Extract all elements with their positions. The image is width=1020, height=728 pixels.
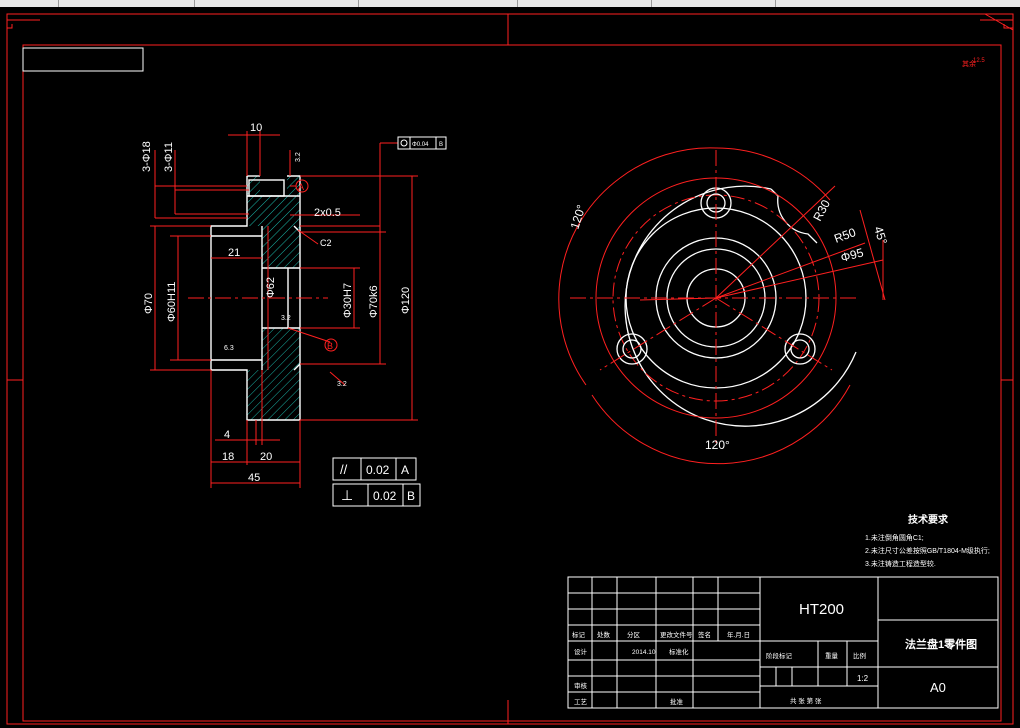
dim-18: 18	[222, 451, 234, 463]
tb-design-date: 2014.10	[632, 649, 656, 656]
dim-phi120: Φ120	[400, 287, 412, 314]
datum-a-circle	[295, 179, 309, 193]
hatch-hub-lower	[262, 328, 300, 370]
runout-tolerance-frame	[397, 136, 447, 150]
tb-process-label: 工艺	[574, 698, 588, 706]
title-strip-segment	[655, 0, 776, 7]
title-strip-segment	[198, 0, 359, 7]
window-title-strip	[0, 0, 1020, 7]
dim-20: 20	[260, 451, 272, 463]
hatch-hub-upper	[262, 226, 300, 268]
part-name: 法兰盘1零件图	[905, 637, 977, 651]
drawing-frame	[6, 13, 1014, 725]
roughness-default-value: 12.5	[973, 58, 985, 64]
tb-col-label: 分区	[627, 630, 641, 639]
dim-3-phi11: 3-Φ11	[163, 142, 175, 172]
runout-tolerance-value: Φ0.04	[412, 142, 429, 148]
parallelism-value: 0.02	[366, 463, 390, 477]
tech-req-item: 2.未注尺寸公差按照GB/T1804-M级执行;	[865, 546, 990, 555]
title-block: HT200 法兰盘1零件图 1:2 A0 标记 处数 分区 更改文件号 签名 年…	[567, 576, 999, 709]
dim-angle-120-bottom: 120°	[705, 438, 730, 452]
dim-phi95: Φ95	[839, 245, 865, 265]
roughness-bore: 3.2	[281, 315, 291, 322]
runout-tolerance-datum: B	[439, 142, 443, 148]
bolt-hole-left	[616, 333, 648, 365]
section-dimension-texts: 10 3-Φ18 3-Φ11 2x0.5 C2 21 Φ62 Φ30H7 Φ70…	[141, 122, 412, 484]
hatch-flange-lower	[247, 370, 300, 420]
drawing-code-box	[22, 47, 144, 72]
dim-4: 4	[224, 429, 230, 441]
tb-col-label: 处数	[597, 630, 611, 639]
tb-col-label: 标记	[572, 630, 586, 639]
dim-r30: R30	[810, 197, 833, 223]
front-view: 120° 120° R30 R50 Φ95 45°	[558, 147, 890, 465]
scale-value: 1:2	[857, 674, 869, 683]
tb-col-label: 更改文件号	[660, 630, 693, 639]
radial-leaders	[639, 185, 886, 301]
parallelism-datum: A	[401, 463, 409, 477]
perpendicularity-icon: ⊥	[341, 487, 353, 503]
title-strip-segment	[0, 0, 59, 7]
tech-req-title: 技术要求	[908, 513, 949, 526]
roughness-texts: 3.2 3.2 6.3 3.2	[224, 152, 347, 388]
dim-3-phi18: 3-Φ18	[141, 141, 153, 172]
dim-phi30h7: Φ30H7	[342, 283, 354, 318]
part-material: HT200	[799, 601, 844, 618]
title-block-labels: 标记 处数 分区 更改文件号 签名 年.月.日 设计 2014.10 标准化 审…	[572, 630, 866, 706]
tb-design-label: 设计	[574, 647, 588, 656]
tolerance-frames: // 0.02 A ⊥ 0.02 B	[332, 457, 421, 507]
tb-weight-label: 重量	[825, 652, 839, 660]
tb-col-label: 年.月.日	[727, 630, 750, 639]
hatch-flange-upper	[247, 176, 300, 226]
title-strip-segment	[62, 0, 195, 7]
dim-c2: C2	[320, 238, 332, 248]
dim-phi70: Φ70	[143, 293, 155, 314]
tb-approve-label: 批准	[670, 697, 684, 706]
tb-scale-label: 比例	[853, 651, 866, 660]
section-dimension-lines	[150, 131, 418, 488]
tech-req-item: 3.未注铸造工程造型较.	[865, 559, 936, 568]
perpendicularity-value: 0.02	[373, 489, 397, 503]
sheet-size: A0	[930, 680, 946, 695]
tech-req-item: 1.未注倒角圆角C1;	[865, 533, 924, 542]
dim-r50: R50	[832, 225, 858, 246]
perpendicularity-datum: B	[407, 489, 415, 503]
dim-chamfer: 2x0.5	[314, 207, 341, 219]
roughness-bottom: 3.2	[337, 381, 347, 388]
dim-phi60h11: Φ60H11	[166, 282, 178, 322]
tb-col-label: 签名	[698, 630, 711, 639]
title-strip-segment	[362, 0, 518, 7]
roughness-face: 6.3	[224, 345, 234, 352]
dim-phi62: Φ62	[265, 277, 277, 298]
dim-angle-120-left: 120°	[568, 203, 589, 231]
flange-outer-contour	[624, 185, 857, 427]
concentricity-icon	[400, 139, 408, 147]
dim-phi70k6: Φ70k6	[368, 285, 380, 318]
technical-requirements: 技术要求 1.未注倒角圆角C1; 2.未注尺寸公差按照GB/T1804-M级执行…	[865, 513, 990, 568]
bolt-hole-right	[784, 333, 816, 365]
dim-45: 45	[248, 472, 260, 484]
roughness-top: 3.2	[295, 152, 302, 162]
datum-a-label: A	[298, 182, 304, 192]
tb-sheets-label: 共 张 第 张	[790, 696, 822, 705]
tb-stage-label: 阶段标记	[766, 651, 793, 660]
datum-b-label: B	[327, 341, 333, 351]
dim-10: 10	[250, 122, 262, 134]
parallelism-icon: //	[340, 462, 348, 477]
roughness-default-label: 其余	[962, 59, 976, 68]
dim-angle-45: 45°	[871, 225, 890, 247]
dim-21: 21	[228, 247, 240, 259]
tb-check-label: 审核	[574, 681, 588, 690]
section-view: A B Φ0.04 B 10 3-Φ18 3-Φ11 2x0.5 C2 21 Φ…	[141, 122, 447, 507]
tb-standardize-label: 标准化	[669, 647, 689, 656]
datum-b-circle	[324, 338, 338, 352]
title-strip-segment	[521, 0, 652, 7]
